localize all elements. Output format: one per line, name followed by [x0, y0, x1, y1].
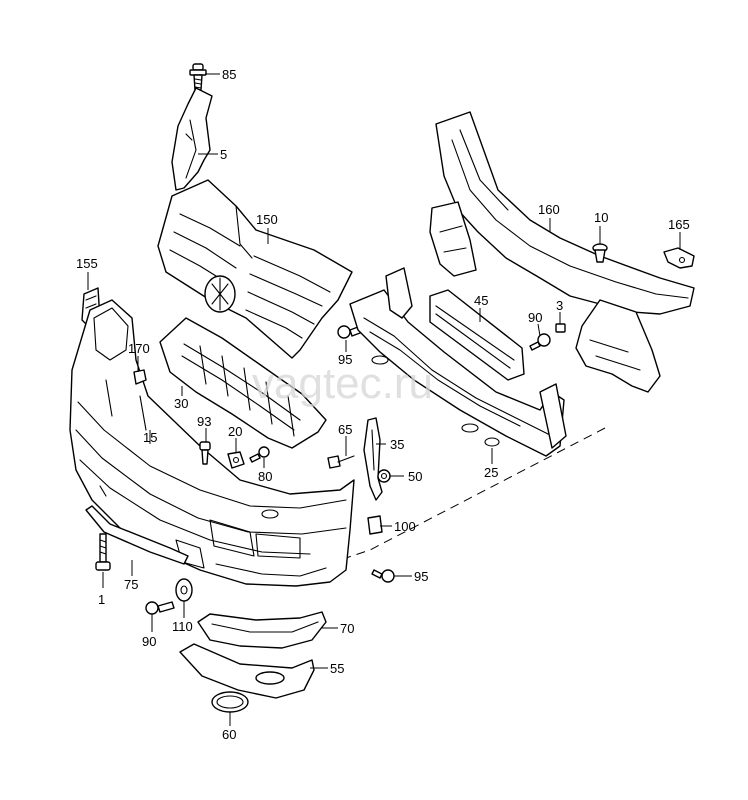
callout-80: 80	[258, 469, 272, 484]
callout-165: 165	[668, 217, 690, 232]
callout-3: 3	[556, 298, 563, 313]
part-10-clip	[592, 243, 608, 263]
part-30-lower-grille	[159, 317, 327, 449]
part-165-bracket	[663, 247, 695, 269]
callout-30: 30	[174, 396, 188, 411]
callout-50: 50	[408, 469, 422, 484]
part-50-nut	[377, 469, 391, 483]
watermark-text: vagtec.ru	[252, 359, 433, 408]
callout-25: 25	[484, 465, 498, 480]
callout-10: 10	[594, 210, 608, 225]
part-70-trim	[197, 611, 327, 649]
callout-55: 55	[330, 661, 344, 676]
callout-95-lower: 95	[414, 569, 428, 584]
part-65-pin	[327, 455, 355, 469]
callout-45: 45	[474, 293, 488, 308]
callout-labels: 85 5 150 155 160 10 165 45 3 90 95 170 3…	[76, 67, 690, 742]
callout-90-lower: 90	[142, 634, 156, 649]
callout-70: 70	[340, 621, 354, 636]
part-1-bolt	[95, 533, 111, 571]
part-90-screw-lower	[145, 601, 175, 615]
callout-15: 15	[143, 430, 157, 445]
part-45-absorber	[429, 289, 525, 381]
callout-170: 170	[128, 341, 150, 356]
callout-95-upper: 95	[338, 352, 352, 367]
part-75-strip	[85, 505, 189, 565]
callout-90-upper: 90	[528, 310, 542, 325]
callout-155: 155	[76, 256, 98, 271]
callout-110: 110	[172, 619, 193, 634]
part-25-beam	[349, 267, 567, 457]
part-170-clip	[133, 369, 147, 385]
leader-lines	[87, 73, 681, 726]
part-60-gasket	[211, 691, 249, 713]
callout-85: 85	[222, 67, 236, 82]
part-160-lock-carrier	[429, 111, 695, 393]
callout-35: 35	[390, 437, 404, 452]
callout-150: 150	[256, 212, 278, 227]
part-15-bumper-cover	[69, 299, 355, 587]
part-85-bolt	[189, 63, 207, 91]
part-55-lower-trim	[179, 643, 315, 699]
dashed-boundary	[345, 427, 606, 559]
callout-160: 160	[538, 202, 560, 217]
part-110-washer	[175, 578, 193, 602]
part-90-screw-upper	[529, 333, 551, 351]
callout-20: 20	[228, 424, 242, 439]
callout-1: 1	[98, 592, 105, 607]
callout-100: 100	[394, 519, 416, 534]
callout-75: 75	[124, 577, 138, 592]
callout-65: 65	[338, 422, 352, 437]
callout-93: 93	[197, 414, 211, 429]
part-150-grille	[157, 179, 353, 359]
part-35-bracket-strip	[363, 417, 383, 501]
callout-60: 60	[222, 727, 236, 742]
part-20-clip	[227, 451, 245, 469]
part-100-screw	[367, 515, 383, 535]
part-93-screw	[199, 441, 211, 465]
part-3-nut	[555, 323, 566, 333]
part-80-screw	[249, 446, 270, 463]
part-5-bracket	[171, 87, 213, 191]
part-95-bolt-lower	[371, 569, 395, 583]
callout-5: 5	[220, 147, 227, 162]
